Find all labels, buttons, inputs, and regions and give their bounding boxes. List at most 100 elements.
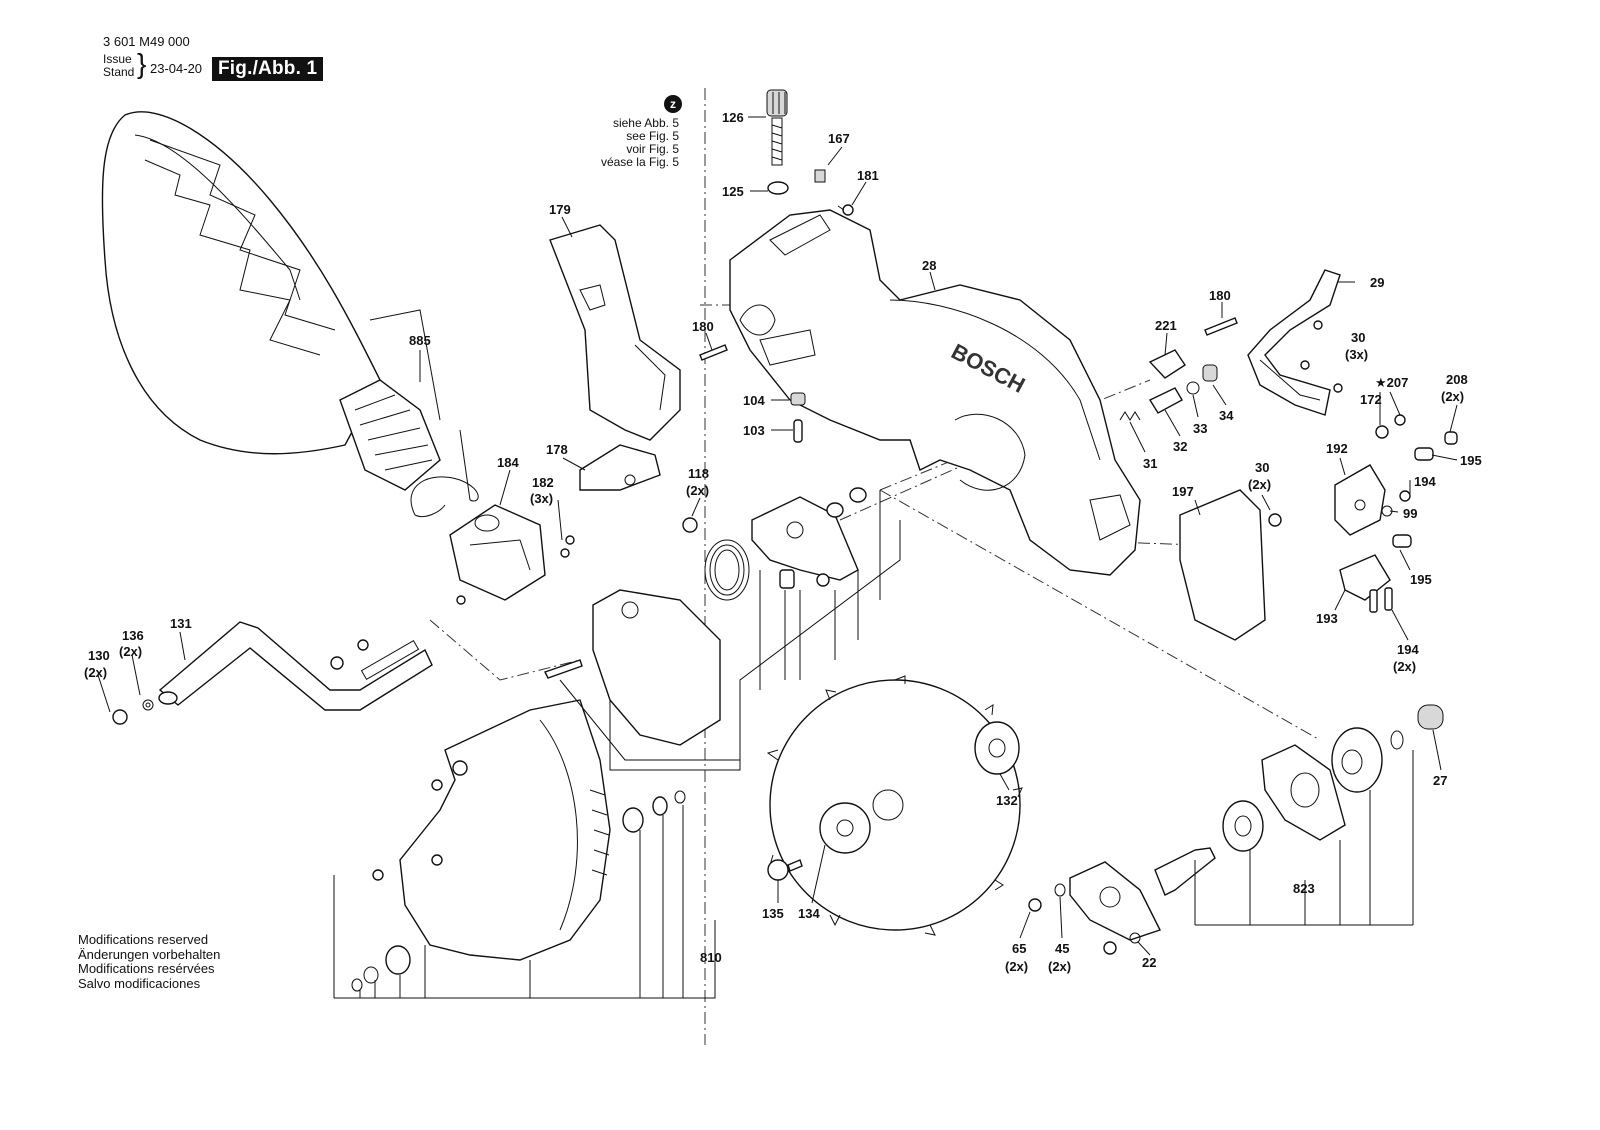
- callout-208: 208: [1446, 372, 1468, 387]
- callout-99: 99: [1403, 506, 1417, 521]
- callout-167: 167: [828, 131, 850, 146]
- callout-33: 33: [1193, 421, 1207, 436]
- callout-labels: 126 167 125 181 179 28 885 180 180 29 22…: [84, 110, 1482, 974]
- callout-197: 197: [1172, 484, 1194, 499]
- callout-181: 181: [857, 168, 879, 183]
- callout-130-qty: (2x): [84, 665, 107, 680]
- callout-29: 29: [1370, 275, 1384, 290]
- callout-45: 45: [1055, 941, 1069, 956]
- callout-27: 27: [1433, 773, 1447, 788]
- bracket-178: [579, 444, 661, 491]
- callout-135: 135: [762, 906, 784, 921]
- callout-823: 823: [1293, 881, 1315, 896]
- flange-132: [974, 721, 1020, 775]
- bushing-27: [1417, 704, 1444, 730]
- nut-208: [1444, 431, 1458, 445]
- saw-head-28: BOSCH: [729, 209, 1141, 576]
- leader-lines: [97, 116, 1458, 999]
- screw-182: [456, 535, 575, 605]
- callout-132: 132: [996, 793, 1018, 808]
- reference-badge: z: [664, 95, 682, 113]
- issue-date: 23-04-20: [150, 61, 203, 76]
- modifications-footnote: Modifications reserved Änderungen vorbeh…: [78, 932, 278, 991]
- footnote-line-es: Salvo modificaciones: [78, 975, 201, 991]
- callout-810: 810: [700, 950, 722, 965]
- screw-22: [1103, 932, 1141, 955]
- screw-180-left: [699, 344, 728, 361]
- cover-197: [1179, 489, 1266, 641]
- callout-180-right: 180: [1209, 288, 1231, 303]
- screw-180-right: [1204, 317, 1238, 336]
- callout-195-upper: 195: [1460, 453, 1482, 468]
- reference-line-fr: voir Fig. 5: [626, 142, 679, 156]
- dust-adapter-184: [449, 504, 546, 601]
- callout-32: 32: [1173, 439, 1187, 454]
- issue-label: Issue: [103, 52, 132, 66]
- screw-guard: [544, 659, 583, 679]
- spring-31: [1119, 411, 1141, 421]
- callout-118: 118: [688, 466, 709, 481]
- stand-label: Stand: [103, 65, 135, 79]
- bearing: [1222, 800, 1264, 852]
- knob-126: [766, 89, 789, 195]
- callout-178: 178: [546, 442, 568, 457]
- bearing-housing: [1261, 744, 1346, 841]
- callout-125: 125: [722, 184, 744, 199]
- lower-guard-810: [372, 699, 611, 961]
- spring-pin-103: [793, 419, 803, 443]
- callout-34: 34: [1219, 408, 1234, 423]
- screw-65: [1028, 898, 1042, 912]
- lock-192: [1334, 464, 1386, 536]
- callout-30-lower-qty: (2x): [1248, 477, 1271, 492]
- screw-195-lower: [1392, 534, 1412, 548]
- chute-179: [549, 224, 681, 441]
- issue-stand-labels: Issue Stand: [103, 53, 134, 79]
- reference-line-de: siehe Abb. 5: [612, 116, 679, 130]
- callout-195-lower: 195: [1410, 572, 1432, 587]
- screw-118: [682, 517, 698, 533]
- lock-193: [1339, 554, 1391, 601]
- saw-blade-134: [766, 675, 1023, 936]
- bracket-plate: [751, 496, 859, 581]
- reference-line-en: see Fig. 5: [626, 129, 679, 143]
- callout-184: 184: [497, 455, 519, 470]
- guard-plate: [592, 589, 721, 746]
- ring-large: [1390, 730, 1404, 750]
- bolt-135: [767, 859, 803, 881]
- screw-195-upper: [1414, 447, 1434, 461]
- screw-30-lower: [1268, 513, 1282, 527]
- callout-30-upper: 30: [1351, 330, 1365, 345]
- screw-30-upper: [1300, 320, 1343, 393]
- clamp-221: [1148, 349, 1186, 379]
- handle-131: [158, 621, 433, 711]
- callout-885: 885: [409, 333, 431, 348]
- washer-stack-mid: [622, 790, 686, 833]
- washer-136: [142, 699, 154, 711]
- header-block: 3 601 M49 000 Issue Stand } 23-04-20 Fig…: [0, 0, 400, 100]
- callout-194-single: 194: [1414, 474, 1436, 489]
- pin-167: [814, 169, 826, 183]
- callout-65-qty: (2x): [1005, 959, 1028, 974]
- callout-131: 131: [170, 616, 192, 631]
- callout-126: 126: [722, 110, 744, 125]
- footnote-line-fr: Modifications resérvées: [78, 961, 215, 977]
- callout-103: 103: [743, 423, 765, 438]
- screw-194-single: [1399, 490, 1411, 502]
- screw-194-pair: [1369, 587, 1393, 613]
- reference-line-es: véase la Fig. 5: [600, 155, 679, 169]
- callout-194-pair: 194: [1397, 642, 1419, 657]
- callout-221: 221: [1155, 318, 1177, 333]
- screw-181: [837, 204, 854, 216]
- callout-172: 172: [1360, 392, 1382, 407]
- callout-182: 182: [532, 475, 554, 490]
- screw-207: [1394, 414, 1406, 426]
- bushing-pair: [779, 487, 867, 589]
- washer-172: [1375, 425, 1389, 439]
- callout-130: 130: [88, 648, 110, 663]
- ring-33: [1186, 381, 1200, 395]
- flange-22: [1069, 861, 1161, 941]
- callout-136-qty: (2x): [119, 644, 142, 659]
- spring-coil: [704, 539, 750, 601]
- callout-28: 28: [922, 258, 936, 273]
